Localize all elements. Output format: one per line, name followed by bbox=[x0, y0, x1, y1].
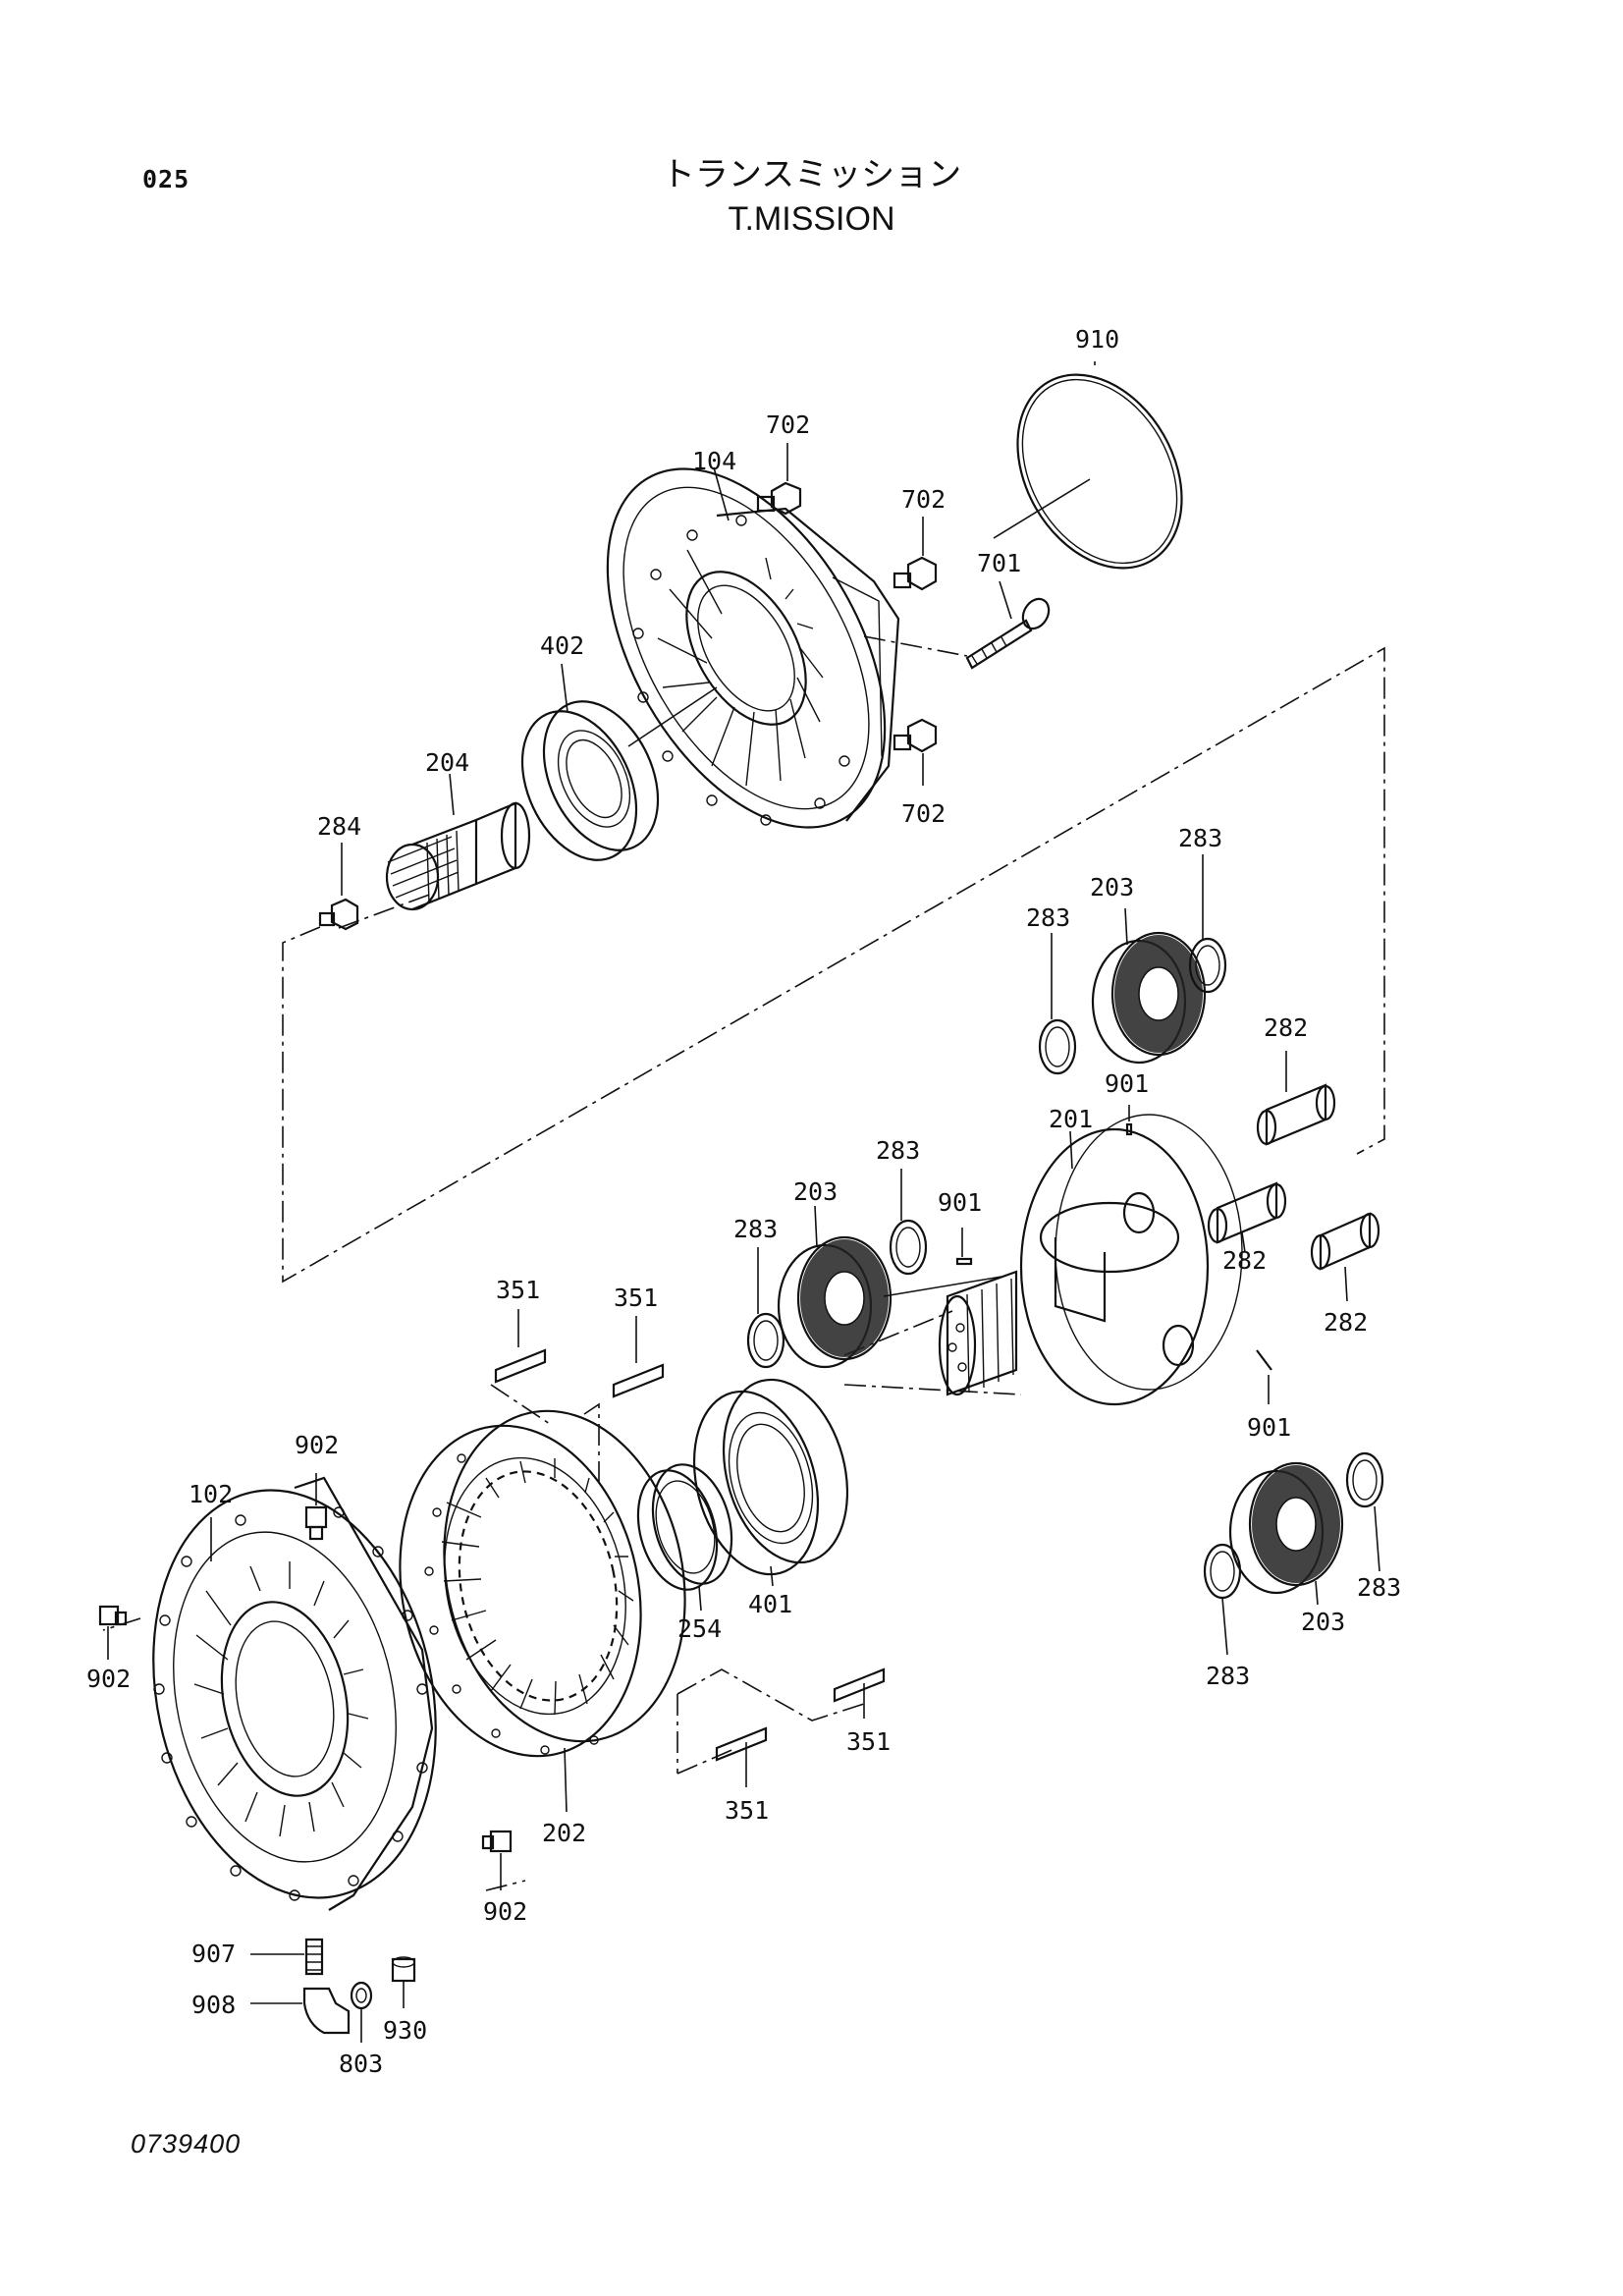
part-402-bearing bbox=[520, 663, 718, 861]
part-351-pin-c bbox=[833, 1667, 886, 1719]
label-910: 910 bbox=[1075, 325, 1119, 354]
label-351-d: 351 bbox=[725, 1796, 769, 1825]
label-282-b: 282 bbox=[1222, 1246, 1267, 1275]
label-702-bottom: 702 bbox=[901, 799, 946, 828]
part-351-pin-b bbox=[612, 1316, 665, 1398]
part-201-planet-carrier bbox=[938, 1114, 1243, 1406]
label-283-c: 283 bbox=[876, 1136, 920, 1165]
part-908-elbow bbox=[250, 1987, 351, 2035]
part-283-washer-e bbox=[1345, 1451, 1384, 1572]
label-351-c: 351 bbox=[846, 1727, 891, 1756]
label-907: 907 bbox=[191, 1940, 236, 1968]
part-203-gear-lower bbox=[1228, 1461, 1344, 1606]
part-282-pin-a bbox=[1256, 1051, 1336, 1146]
part-282-pin-b bbox=[1207, 1181, 1287, 1253]
label-901-c: 901 bbox=[1247, 1413, 1291, 1442]
part-203-gear-upper bbox=[1091, 907, 1207, 1065]
label-351-a: 351 bbox=[496, 1276, 540, 1304]
part-283-washer-d bbox=[746, 1247, 785, 1369]
label-401: 401 bbox=[748, 1590, 792, 1618]
part-701-bolt bbox=[965, 580, 1051, 670]
label-902-right: 902 bbox=[483, 1897, 527, 1926]
label-902-left: 902 bbox=[86, 1665, 131, 1693]
part-901-spring-pin-b bbox=[955, 1228, 973, 1266]
part-254-seal bbox=[636, 1463, 733, 1612]
label-204: 204 bbox=[425, 748, 469, 777]
label-908: 908 bbox=[191, 1991, 236, 2019]
part-282-pin-c bbox=[1310, 1212, 1380, 1302]
title-english: T.MISSION bbox=[728, 200, 895, 238]
part-702-plug-bottom bbox=[893, 718, 938, 786]
part-283-washer-c bbox=[889, 1169, 928, 1276]
part-902-plug-left bbox=[98, 1605, 128, 1660]
label-351-b: 351 bbox=[614, 1284, 658, 1312]
label-203-a: 203 bbox=[1090, 873, 1134, 902]
callout-labels: 910 702 104 702 701 402 204 702 284 283 … bbox=[86, 325, 1401, 2078]
label-254: 254 bbox=[677, 1614, 722, 1643]
part-284-plug bbox=[318, 843, 359, 931]
label-203-c: 203 bbox=[1301, 1608, 1345, 1636]
label-902-top: 902 bbox=[295, 1431, 339, 1459]
part-203-gear-middle bbox=[777, 1205, 1002, 1369]
part-907-nipple bbox=[250, 1938, 324, 1976]
title-japanese: トランスミッション bbox=[661, 155, 962, 194]
label-283-b: 283 bbox=[1026, 903, 1070, 932]
part-401-bearing bbox=[692, 1378, 849, 1587]
part-803-washer bbox=[350, 1981, 373, 2043]
part-351-pin-d bbox=[715, 1726, 768, 1787]
page-number: 025 bbox=[142, 165, 190, 193]
label-201: 201 bbox=[1049, 1105, 1093, 1133]
part-104-cover-housing bbox=[606, 466, 968, 829]
part-910-o-ring bbox=[993, 361, 1183, 570]
label-102: 102 bbox=[189, 1480, 233, 1508]
part-283-washer-f bbox=[1203, 1543, 1242, 1656]
drawing-number: 0739400 bbox=[131, 2129, 242, 2159]
label-202: 202 bbox=[542, 1819, 586, 1847]
label-901-a: 901 bbox=[1105, 1069, 1149, 1098]
label-701: 701 bbox=[977, 549, 1021, 577]
label-203-b: 203 bbox=[793, 1177, 838, 1206]
part-202-ring-gear bbox=[399, 1409, 686, 1813]
part-102-housing bbox=[152, 1476, 437, 1911]
label-402: 402 bbox=[540, 631, 584, 660]
label-702-top: 702 bbox=[766, 410, 810, 439]
label-283-a: 283 bbox=[1178, 824, 1222, 852]
label-901-b: 901 bbox=[938, 1188, 982, 1217]
part-351-pin-a bbox=[494, 1309, 547, 1384]
label-283-d: 283 bbox=[733, 1215, 778, 1243]
label-702-middle: 702 bbox=[901, 485, 946, 514]
part-204-splined-shaft bbox=[385, 773, 531, 911]
part-930-plug bbox=[391, 1956, 416, 2008]
label-282-c: 282 bbox=[1324, 1308, 1368, 1337]
label-930: 930 bbox=[383, 2016, 427, 2045]
label-284: 284 bbox=[317, 812, 361, 841]
label-283-e: 283 bbox=[1357, 1573, 1401, 1602]
label-283-f: 283 bbox=[1206, 1662, 1250, 1690]
part-283-washer-a bbox=[1038, 933, 1077, 1075]
part-901-spring-pin-a bbox=[1125, 1105, 1133, 1136]
label-104: 104 bbox=[692, 447, 736, 475]
part-702-plug-top bbox=[756, 443, 802, 516]
part-901-spring-pin-c bbox=[1256, 1349, 1272, 1404]
part-902-plug-right bbox=[481, 1830, 513, 1890]
part-902-plug-top bbox=[304, 1473, 328, 1541]
part-702-plug-middle bbox=[893, 517, 938, 591]
part-283-washer-b bbox=[1188, 854, 1227, 994]
label-282-a: 282 bbox=[1264, 1013, 1308, 1042]
label-803: 803 bbox=[339, 2050, 383, 2078]
